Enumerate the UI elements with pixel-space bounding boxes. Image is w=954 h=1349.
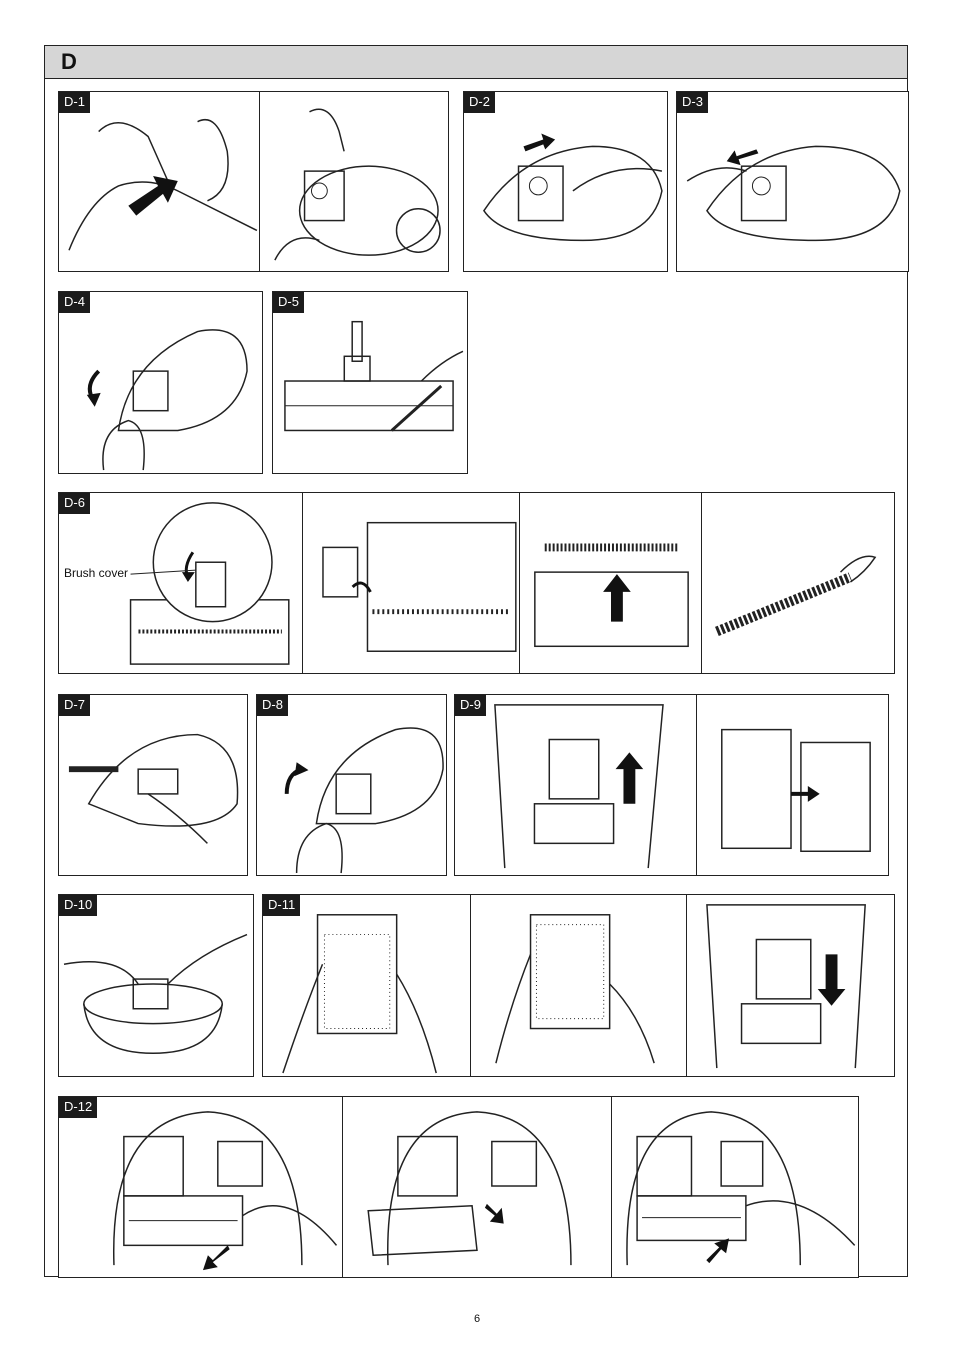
figure-label-d9: D-9	[455, 695, 486, 716]
illustration-filter-holder-assembled	[495, 914, 655, 1064]
figure-d4: D-4	[58, 291, 263, 474]
figure-label-d7: D-7	[59, 695, 90, 716]
illustration-lid-closing	[86, 329, 248, 471]
illustration-vacuum-open-lid	[274, 108, 441, 261]
brush-cover-callout: Brush cover	[64, 566, 129, 580]
figure-d6-c	[519, 492, 702, 674]
illustration-filter-inserted-in-holder	[282, 914, 437, 1074]
figure-d9-b	[696, 694, 889, 876]
section-header: D	[44, 45, 908, 79]
illustration-wiping-vacuum	[68, 733, 239, 844]
section-letter: D	[61, 49, 77, 74]
figure-d12-a: D-12	[58, 1096, 343, 1278]
illustration-hand-opening-lid	[68, 119, 258, 251]
figure-d9-a: D-9	[454, 694, 697, 876]
figure-d11-c	[686, 894, 895, 1077]
illustration-brush-cover-detail	[129, 502, 290, 665]
illustration-washing-filter	[63, 933, 248, 1054]
illustration-floor-nozzle	[284, 320, 464, 432]
illustration-filter-pulled-up	[494, 704, 664, 869]
figure-d6-a: D-6 Brush cover	[58, 492, 303, 674]
figure-d11-b	[470, 894, 687, 1077]
figure-label-d1: D-1	[59, 92, 90, 113]
figure-label-d8: D-8	[257, 695, 288, 716]
figure-label-d5: D-5	[273, 292, 304, 313]
figure-d12-c	[611, 1096, 859, 1278]
figure-d1-b	[259, 91, 449, 272]
illustration-exhaust-filter-insert	[626, 1111, 856, 1266]
figure-d6-d	[701, 492, 895, 674]
figure-d2: D-2	[463, 91, 668, 272]
figure-label-d3: D-3	[677, 92, 708, 113]
figure-d8: D-8	[256, 694, 447, 876]
figure-label-d12: D-12	[59, 1097, 98, 1118]
figure-d3: D-3	[676, 91, 909, 272]
figure-d12-b	[342, 1096, 612, 1278]
figure-d11-a: D-11	[262, 894, 471, 1077]
page-number: 6	[473, 1313, 481, 1325]
illustration-filter-holder-insert	[686, 145, 901, 242]
figure-d1-a: D-1	[58, 91, 260, 272]
illustration-exhaust-filter-removal	[113, 1111, 338, 1271]
illustration-hair-removed-brush	[715, 555, 877, 637]
figure-label-d2: D-2	[464, 92, 495, 113]
figure-label-d11: D-11	[263, 895, 301, 916]
illustration-brush-lifted-out	[534, 543, 689, 648]
illustration-exhaust-filter-tilted	[367, 1111, 572, 1266]
figure-label-d6: D-6	[59, 493, 90, 514]
figure-label-d10: D-10	[59, 895, 98, 916]
illustration-filter-pushed-down	[706, 904, 866, 1069]
illustration-lid-opening	[284, 727, 444, 874]
figure-label-d4: D-4	[59, 292, 90, 313]
figure-d7: D-7	[58, 694, 248, 876]
illustration-brush-cover-removed	[322, 521, 517, 652]
illustration-filter-holder-removal	[483, 133, 663, 242]
figure-d6-b	[302, 492, 520, 674]
figure-d5: D-5	[272, 291, 468, 474]
illustration-filter-separated	[721, 728, 871, 853]
figure-d10: D-10	[58, 894, 254, 1077]
